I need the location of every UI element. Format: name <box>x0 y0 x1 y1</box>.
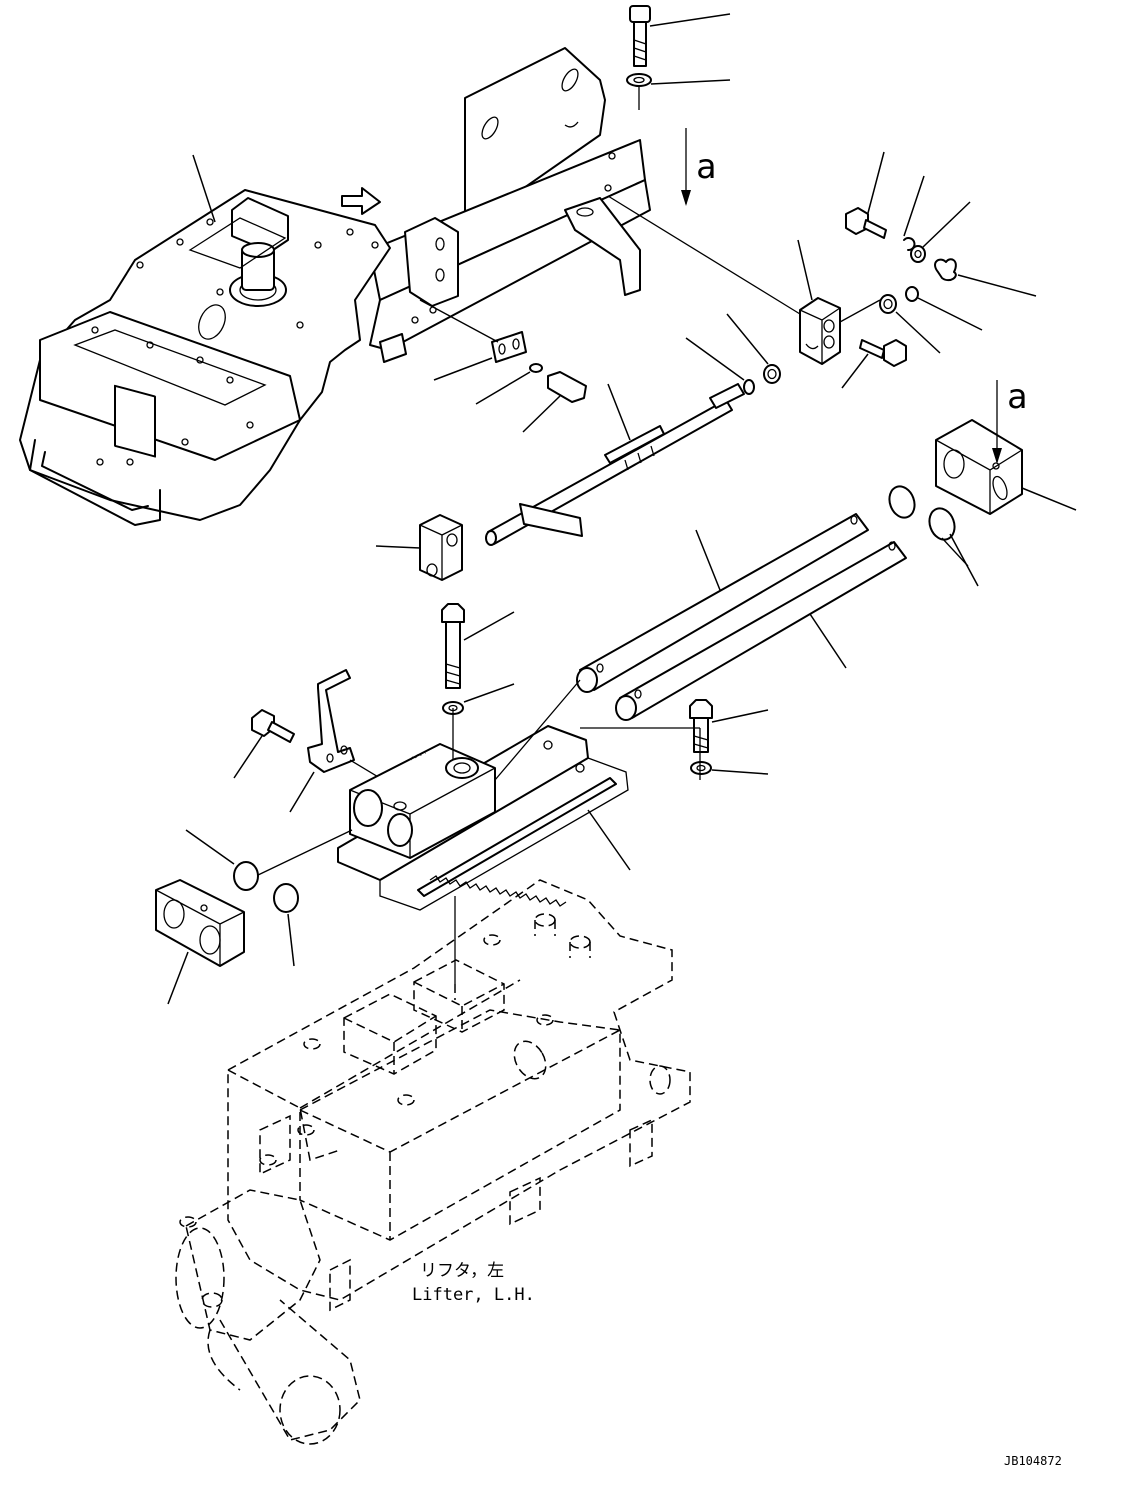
shaft-end-block <box>375 514 463 581</box>
pivot-bolt <box>841 339 907 389</box>
rod-upper <box>576 513 869 693</box>
rack-bolt <box>689 699 769 753</box>
long-bolt <box>441 603 515 689</box>
rod-lower <box>615 541 907 721</box>
oring-left-b <box>273 883 299 967</box>
rack-washer <box>690 761 769 775</box>
main-frame-bracket <box>341 47 651 363</box>
view-arrow-top: a <box>681 128 716 206</box>
view-arrow-right: a <box>992 377 1027 464</box>
bracket-bolt <box>233 709 295 779</box>
small-plate <box>419 299 527 381</box>
right-oring <box>905 286 983 331</box>
assembly-label-en: Lifter, L.H. <box>412 1285 535 1305</box>
view-marker-top: a <box>696 147 716 187</box>
small-washer-bolt <box>475 363 587 433</box>
oring-pair-right <box>888 485 979 587</box>
shift-shaft <box>485 383 745 546</box>
right-holder-block <box>935 419 1077 515</box>
right-bolt <box>845 151 887 239</box>
left-holder-block <box>155 879 245 1005</box>
snap-ring <box>903 175 925 251</box>
top-washer <box>626 73 731 110</box>
right-washer-a <box>910 201 971 263</box>
spring-clip <box>934 258 1037 297</box>
top-bolt <box>629 5 731 67</box>
transmission-housing <box>19 154 391 526</box>
lifter-assembly <box>175 879 691 1445</box>
pivot-block <box>607 195 881 365</box>
assembly-label-jp: リフタ，左 <box>420 1261 504 1281</box>
right-washer-b <box>879 294 941 354</box>
detent-block: ⌒⌒⌒ <box>255 679 581 877</box>
shaft-oring <box>685 337 755 395</box>
view-marker-right: a <box>1007 377 1027 417</box>
drawing-number: JB104872 <box>1004 1454 1062 1468</box>
oring-left-a <box>185 829 259 891</box>
shaft-washer-a <box>726 313 781 384</box>
